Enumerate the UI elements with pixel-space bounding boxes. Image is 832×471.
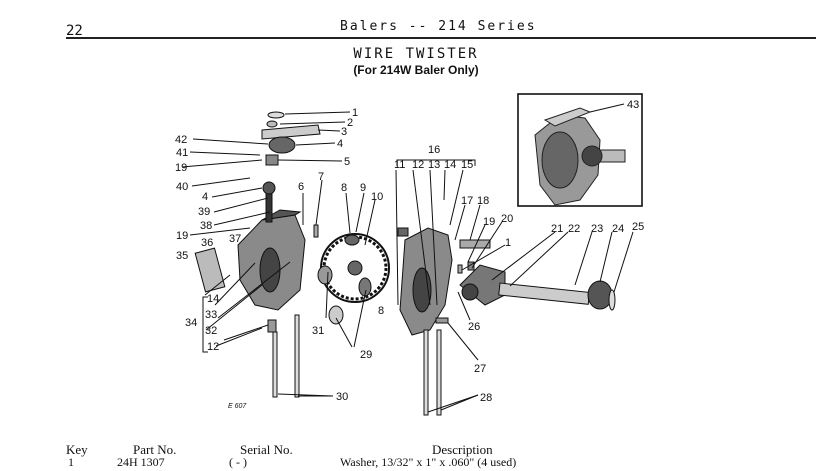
exploded-parts-diagram: 1 2 3 4 5 6 7 8 9 10 11 12 13 14 15 16 1… [175, 93, 644, 416]
callout-30: 30 [336, 391, 348, 403]
callout-25: 25 [632, 221, 644, 233]
table-row: 1 24H 1307 ( - ) Washer, 13/32" x 1" x .… [0, 455, 832, 471]
inset-assembly-illustration [534, 107, 626, 206]
column-key: Key [66, 442, 88, 457]
column-description: Description [432, 442, 493, 457]
inset-frame [517, 93, 643, 207]
callout-19-left: 19 [175, 162, 187, 174]
callout-2: 2 [347, 117, 353, 129]
callout-4-left: 4 [202, 191, 208, 203]
callout-38: 38 [200, 220, 212, 232]
callout-6: 6 [298, 181, 304, 193]
callout-3: 3 [341, 126, 347, 138]
callout-7: 7 [318, 171, 324, 183]
callout-13: 13 [428, 159, 440, 171]
callout-labels: 1 2 3 4 5 6 7 8 9 10 11 12 13 14 15 16 1… [175, 99, 644, 410]
callout-16: 16 [428, 144, 440, 156]
parts-table-header: Key Part No. Serial No. Description [0, 442, 832, 458]
callout-8-lower: 8 [378, 305, 384, 317]
callout-4: 4 [337, 138, 343, 150]
callout-1-right: 1 [505, 237, 511, 249]
row-description: Washer, 13/32" x 1" x .060" (4 used) [340, 455, 517, 469]
sprocket-illustration [317, 233, 390, 325]
page-header: 22 Balers -- 214 Series [0, 0, 832, 40]
callout-24: 24 [612, 223, 624, 235]
callout-10: 10 [371, 191, 383, 203]
callout-17: 17 [461, 195, 473, 207]
callout-11: 11 [394, 159, 405, 171]
figure-subtitle: (For 214W Baler Only) [353, 63, 479, 77]
callout-19-left-lower: 19 [176, 230, 188, 242]
callout-22: 22 [568, 223, 580, 235]
callout-36: 36 [201, 237, 213, 249]
callout-34: 34 [185, 317, 197, 329]
callout-14: 14 [444, 159, 456, 171]
callout-32: 32 [205, 325, 217, 337]
callout-39: 39 [198, 206, 210, 218]
callout-9: 9 [360, 182, 366, 194]
callout-12: 12 [412, 159, 424, 171]
right-housing-illustration [397, 227, 616, 416]
callout-1: 1 [352, 107, 358, 119]
callout-43: 43 [627, 99, 639, 111]
page-number: 22 [66, 23, 83, 39]
callout-5: 5 [344, 156, 350, 168]
running-title: Balers -- 214 Series [340, 19, 537, 34]
callout-31: 31 [312, 325, 324, 337]
callout-41: 41 [176, 147, 188, 159]
figure-title: WIRE TWISTER [353, 46, 479, 62]
row-part-no: 24H 1307 [117, 455, 165, 469]
callout-40: 40 [176, 181, 188, 193]
callout-33: 33 [205, 309, 217, 321]
callout-8: 8 [341, 182, 347, 194]
callout-19-right: 19 [483, 216, 495, 228]
callout-15: 15 [461, 159, 473, 171]
callout-21: 21 [551, 223, 563, 235]
callout-37: 37 [229, 233, 241, 245]
column-part-no: Part No. [133, 442, 177, 457]
callout-27: 27 [474, 363, 486, 375]
callout-12-left: 12 [207, 341, 219, 353]
callout-28: 28 [480, 392, 492, 404]
callout-18: 18 [477, 195, 489, 207]
row-serial-no: ( - ) [229, 455, 247, 469]
callout-14-left: 14 [207, 293, 219, 305]
row-key: 1 [68, 455, 74, 469]
left-housing-illustration [194, 111, 333, 398]
column-serial-no: Serial No. [240, 442, 293, 457]
header-rule [66, 37, 816, 39]
callout-20: 20 [501, 213, 513, 225]
leader-lines [181, 103, 634, 413]
callout-35: 35 [176, 250, 188, 262]
callout-29: 29 [360, 349, 372, 361]
figure-caption: E 607 [228, 403, 247, 410]
callout-23: 23 [591, 223, 603, 235]
callout-26: 26 [468, 321, 480, 333]
callout-42: 42 [175, 134, 187, 146]
